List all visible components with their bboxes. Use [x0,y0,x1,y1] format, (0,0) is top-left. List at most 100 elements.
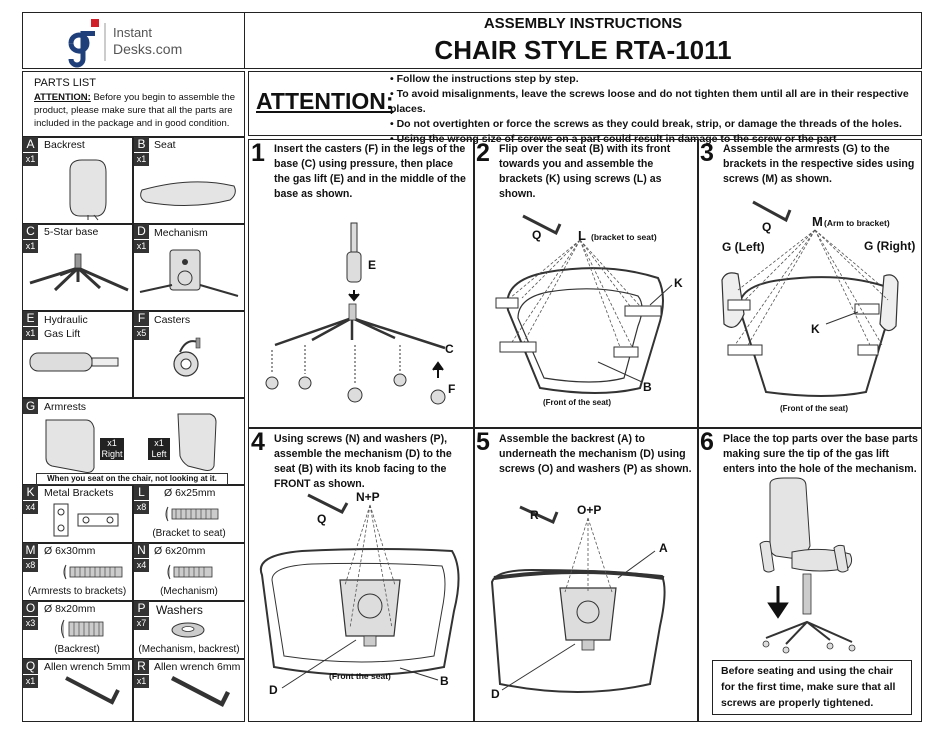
step-2-text: Flip over the seat (B) with its front to… [499,143,671,200]
part-name-p: Washers [156,603,203,617]
part-letter-e: E [23,311,38,326]
attention-box [248,71,922,136]
part-letter-o: O [23,601,38,616]
step-3-text: Assemble the armrests (G) to the bracket… [723,143,915,185]
part-letter-m: M [23,543,38,558]
step-4-number: 4 [251,428,265,456]
parts-list [22,71,245,722]
step-4-front-label: (Front the seat) [329,671,391,681]
header-subtitle: ASSEMBLY INSTRUCTIONS [483,15,683,32]
step-2-label-l-note: (bracket to seat) [591,232,657,242]
part-qty-e: x1 [23,327,38,340]
header-title: CHAIR STYLE RTA-1011 [434,35,732,65]
armrest-note: When you seat on the chair, not looking … [36,473,228,485]
part-letter-c: C [23,224,38,239]
step-5-label-d: D [491,687,500,701]
header-title-box: ASSEMBLY INSTRUCTIONS CHAIR STYLE RTA-10… [244,12,922,69]
armrest-right-qty: x1 [107,438,117,448]
part-qty-l: x8 [134,501,149,514]
step-3-label-m: M [812,214,823,229]
part-qty-o: x3 [23,617,38,630]
part-letter-r: R [134,659,149,674]
step-2-label-l: L [578,228,586,243]
step-2-label-b: B [643,380,652,394]
step-1-label-f: F [448,382,456,396]
step-2-label-q: Q [532,228,542,242]
part-caption-m: (Armrests to brackets) [27,586,127,597]
step-1-label-c: C [445,342,454,356]
parts-list-title: PARTS LIST [34,77,96,89]
step-1-text: Insert the casters (F) in the legs of th… [274,143,466,200]
step-3-front-label: (Front of the seat) [780,404,848,413]
parts-attention-text: Before you begin to assemble the product… [34,92,236,129]
part-qty-p: x7 [134,617,149,630]
step-3-label-q: Q [762,220,772,234]
part-letter-d: D [134,224,149,239]
step-5-text: Assemble the backrest (A) to underneath … [499,433,692,475]
part-caption-n: (Mechanism) [160,586,218,597]
part-caption-o: (Backrest) [54,644,100,655]
step-5-label-op: O+P [577,503,602,517]
step-1-label-e: E [368,258,377,272]
part-name-n: Ø 6x20mm [154,545,206,557]
part-letter-b: B [134,137,149,152]
part-name-l: Ø 6x25mm [164,487,216,499]
part-name-e: Hydraulic [44,314,88,326]
part-letter-a: A [23,137,38,152]
attention-bullet-1: • Follow the instructions step by step. [390,73,579,85]
part-qty-c: x1 [23,240,38,253]
part-name-q: Allen wrench 5mm [44,661,131,673]
part-name-m: Ø 6x30mm [44,545,96,557]
part-letter-q: Q [23,659,38,674]
armrest-right-badge: x1 Right [100,438,124,460]
attention-bullet-2: • To avoid misalignments, leave the scre… [390,88,909,115]
armrest-right-label: Right [101,449,123,459]
part-name-f: Casters [154,314,191,326]
attention-label: ATTENTION: [256,88,394,114]
step-2-front-label: (Front of the seat) [543,398,611,407]
attention-bullet-3: • Do not overtighten or force the screws… [390,118,902,130]
part-letter-k: K [23,485,38,500]
armrest-left-qty: x1 [154,438,164,448]
part-letter-n: N [134,543,149,558]
part-name-e2: Gas Lift [44,328,81,340]
part-qty-k: x4 [23,501,38,514]
part-name-c: 5-Star base [44,226,99,238]
part-qty-q: x1 [23,675,38,688]
step-2-label-k: K [674,276,683,290]
parts-attention-label: ATTENTION: [34,92,91,103]
armrest-left-label: Left [151,449,167,459]
part-qty-m: x8 [23,559,38,572]
step-3-number: 3 [700,139,714,167]
part-name-o: Ø 8x20mm [44,603,96,615]
steps-grid [248,139,922,722]
step-4-label-np: N+P [356,490,380,504]
part-qty-n: x4 [134,559,149,572]
part-caption-l: (Bracket to seat) [152,528,226,539]
part-name-k: Metal Brackets [44,487,114,499]
part-name-r: Allen wrench 6mm [154,661,241,673]
step-5-label-r: R [530,508,539,522]
step-4-label-d: D [269,683,278,697]
step-4-label-q: Q [317,512,327,526]
part-qty-d: x1 [134,240,149,253]
step-3-label-g-right: G (Right) [864,239,916,253]
step-6-number: 6 [700,428,714,456]
part-letter-g: G [23,399,38,414]
step-6-note: Before seating and using the chair for t… [712,660,912,715]
part-letter-p: P [134,601,149,616]
step-3-label-g-left: G (Left) [722,240,765,254]
